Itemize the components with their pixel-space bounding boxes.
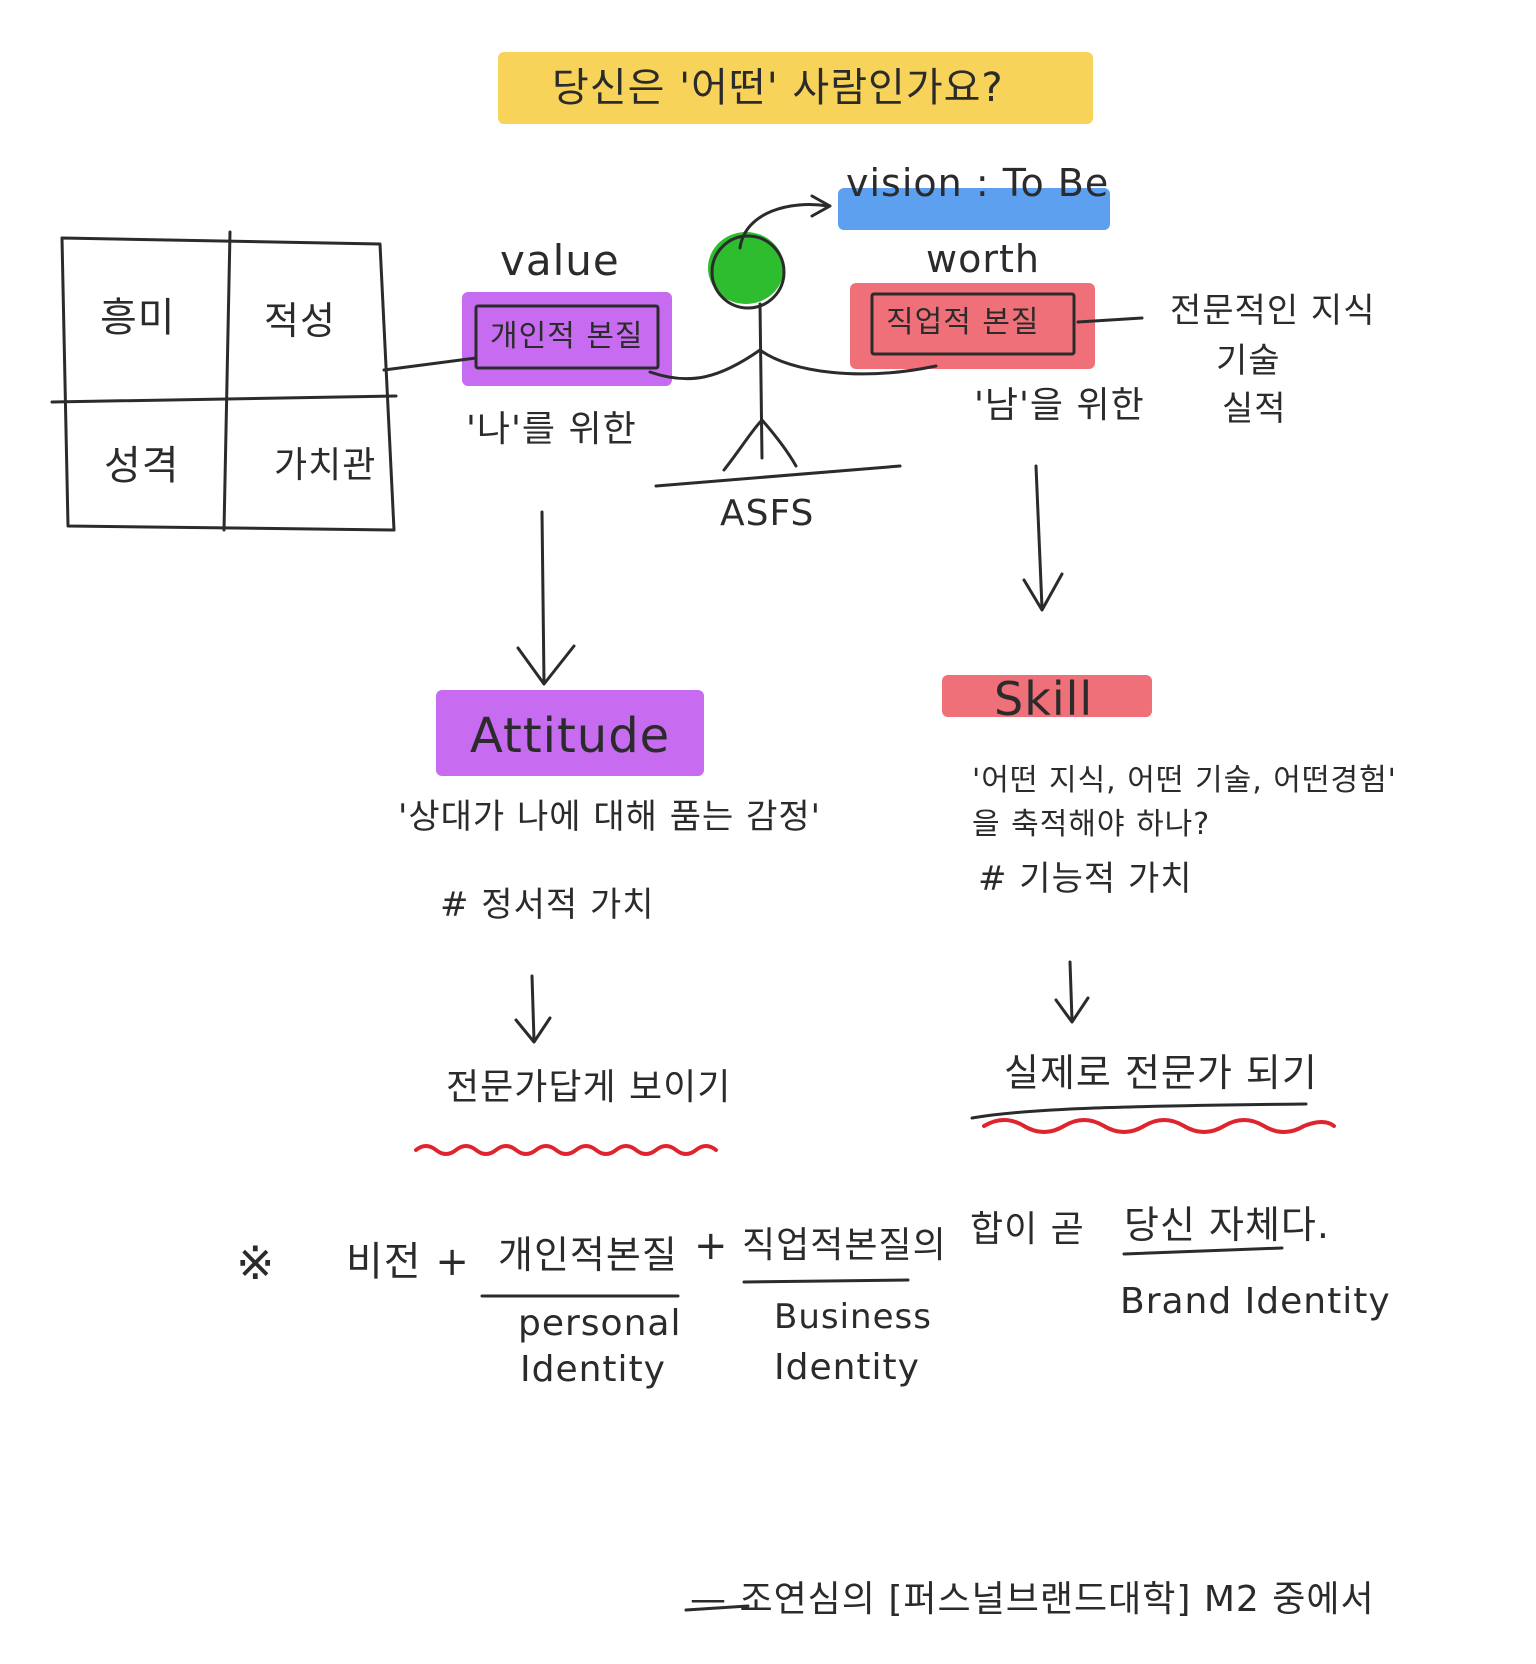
grid-to-value-line — [382, 356, 478, 372]
page-title: 당신은 '어떤' 사람인가요? — [552, 65, 1004, 111]
side-note-knowledge: 전문적인 지식 — [1170, 291, 1376, 331]
skill-desc-line2: 을 축적해야 하나? — [972, 807, 1211, 842]
value-highlight — [462, 292, 672, 386]
figure-ground — [654, 464, 902, 488]
grid-vertical — [222, 230, 232, 532]
worth-box-outline — [870, 292, 1076, 356]
business-underline — [742, 1278, 910, 1284]
formula-vision: 비전 + — [346, 1239, 470, 1285]
formula-suffix: 합이 곧 — [970, 1209, 1085, 1250]
vision-label: vision : To Be — [846, 161, 1110, 205]
vision-arrow — [738, 203, 830, 250]
formula-mark: ※ — [236, 1236, 276, 1290]
formula-business: 직업적본질의 — [742, 1225, 947, 1266]
value-sublabel: '나'를 위한 — [466, 409, 637, 450]
personal-identity-line2: Identity — [520, 1349, 666, 1390]
grid-cell-values: 가치관 — [274, 445, 377, 486]
attitude-title: Attitude — [470, 708, 671, 764]
skill-result: 실제로 전문가 되기 — [1004, 1051, 1318, 1095]
value-box-outline — [474, 304, 660, 370]
footer-dash — [684, 1604, 750, 1612]
attitude-highlight — [436, 690, 704, 776]
grid-cell-interest: 흥미 — [100, 295, 176, 341]
left-down-arrow — [540, 510, 546, 684]
business-identity-line2: Identity — [774, 1347, 920, 1388]
attitude-result: 전문가답게 보이기 — [446, 1067, 732, 1108]
grid-cell-aptitude: 적성 — [264, 299, 336, 343]
head-ring — [710, 234, 786, 310]
side-note-skill: 기술 — [1216, 341, 1281, 381]
vision-highlight — [838, 188, 1110, 230]
left-result-squiggle — [414, 1144, 718, 1156]
worth-box-label: 직업적 본질 — [886, 305, 1040, 340]
attitude-desc: '상대가 나에 대해 품는 감정' — [398, 797, 822, 837]
formula-plus: + — [694, 1223, 729, 1269]
right-result-arrow — [1068, 960, 1074, 1022]
attitude-tag: # 정서적 가치 — [440, 885, 655, 925]
grid-frame — [60, 236, 396, 532]
value-box-label: 개인적 본질 — [490, 319, 644, 354]
side-note-record: 실적 — [1222, 389, 1287, 429]
worth-to-notes-line — [1076, 316, 1144, 324]
brand-identity: Brand Identity — [1120, 1281, 1391, 1322]
grid-horizontal — [50, 394, 398, 404]
personal-identity-line1: personal — [518, 1303, 682, 1344]
figure-legs — [722, 418, 798, 472]
formula-personal: 개인적본질 — [498, 1233, 678, 1277]
value-heading: value — [500, 236, 620, 285]
worth-heading: worth — [926, 237, 1040, 281]
skill-desc-line1: '어떤 지식, 어떤 기술, 어떤경험' — [972, 763, 1397, 798]
right-down-arrow — [1034, 464, 1044, 610]
formula-ending: 당신 자체다. — [1124, 1203, 1330, 1247]
worth-sublabel: '남'을 위한 — [974, 385, 1145, 426]
skill-highlight — [942, 675, 1152, 717]
skill-title: Skill — [994, 672, 1094, 726]
skill-tag: # 기능적 가치 — [978, 859, 1193, 899]
right-result-underline — [970, 1102, 1308, 1120]
figure-left-arm — [648, 348, 762, 381]
footer-credit: — 조연심의 [퍼스널브랜드대학] M2 중에서 — [690, 1579, 1375, 1620]
figure-right-arm — [758, 348, 938, 376]
right-result-squiggle — [982, 1118, 1336, 1134]
figure-label: ASFS — [720, 493, 815, 534]
business-identity-line1: Business — [774, 1297, 932, 1337]
grid-cell-personality: 성격 — [104, 443, 180, 489]
left-result-arrow — [530, 974, 536, 1042]
figure-body — [758, 302, 764, 460]
title-highlight — [498, 52, 1093, 124]
brand-underline — [1122, 1246, 1284, 1256]
